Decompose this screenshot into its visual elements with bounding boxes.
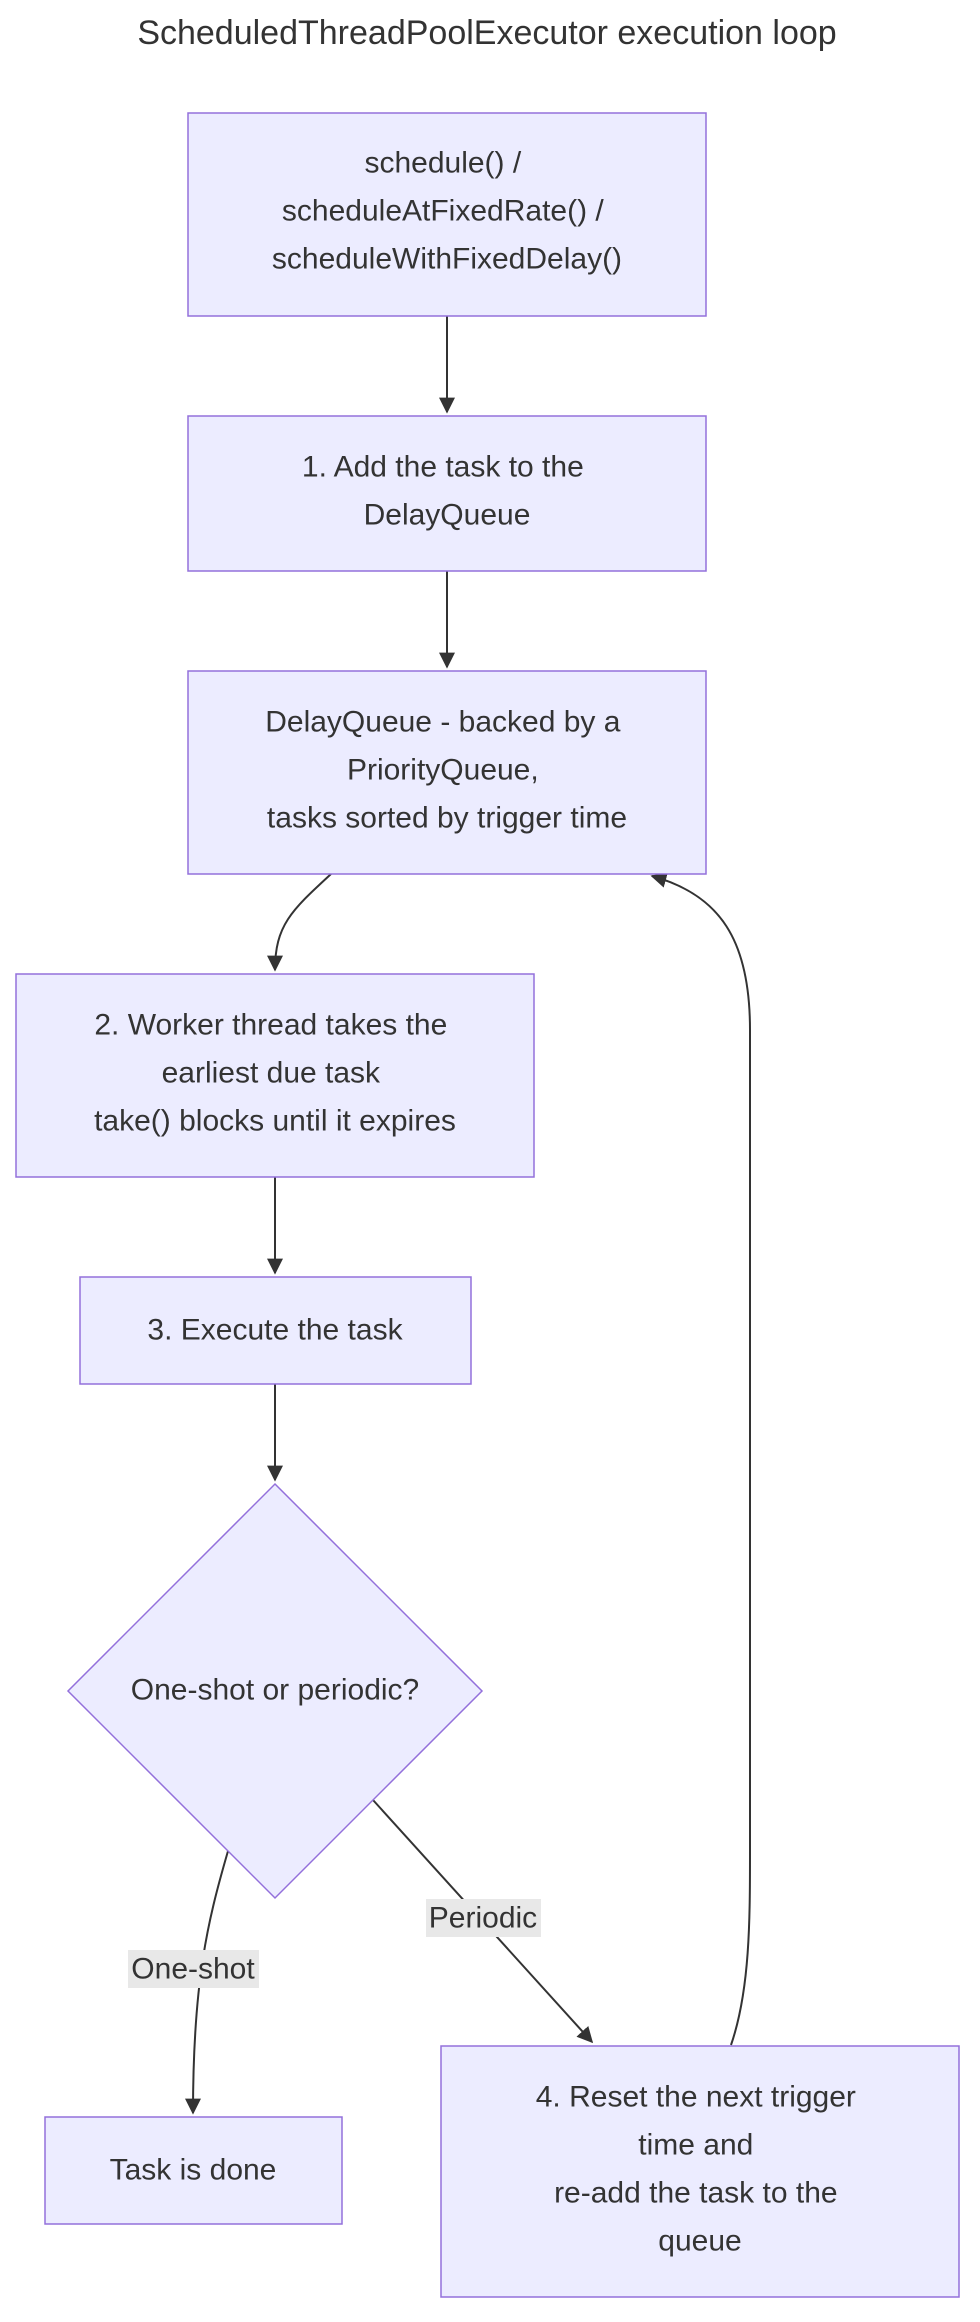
edge-label-periodic-text: Periodic [429, 1902, 537, 1935]
node-schedule-line-1: schedule() / [364, 147, 521, 180]
node-add-line-1: 1. Add the task to the [302, 451, 584, 484]
edge-delayqueue-to-worker [267, 873, 332, 972]
node-worker-line-3: take() blocks until it expires [94, 1105, 456, 1138]
node-worker-line-2: earliest due task [162, 1057, 381, 1090]
node-reset-line-4: queue [658, 2225, 741, 2258]
node-decision: One-shot or periodic? [66, 1482, 484, 1900]
node-delayqueue-line-3: tasks sorted by trigger time [267, 802, 627, 835]
node-schedule: schedule() / scheduleAtFixedRate() / sch… [187, 112, 707, 317]
node-delayqueue-line-1: DelayQueue - backed by a [265, 706, 621, 739]
edge-label-one-shot: One-shot [128, 1950, 259, 1988]
node-reset-trigger: 4. Reset the next trigger time and re-ad… [440, 2045, 960, 2298]
diagram-title: ScheduledThreadPoolExecutor execution lo… [137, 14, 836, 52]
node-add-to-queue: 1. Add the task to the DelayQueue [187, 415, 707, 572]
node-worker-line-1: 2. Worker thread takes the [94, 1009, 447, 1042]
node-done-line-1: Task is done [110, 2154, 277, 2187]
edge-label-one-shot-text: One-shot [131, 1953, 255, 1986]
edge-reset-to-delayqueue [650, 872, 751, 2046]
node-reset-line-3: re-add the task to the [554, 2177, 838, 2210]
svg-text:1. Add the task to the D: 1. Add the task to the DelayQueue [302, 441, 592, 532]
node-schedule-line-3: scheduleWithFixedDelay() [272, 243, 622, 276]
node-execute: 3. Execute the task [79, 1276, 472, 1385]
node-delayqueue: DelayQueue - backed by a PriorityQueue, … [187, 670, 707, 875]
svg-text:DelayQueue - backed by a: DelayQueue - backed by a PriorityQueue, … [265, 696, 629, 835]
node-reset-line-1: 4. Reset the next trigger [536, 2081, 856, 2114]
node-delayqueue-line-2: PriorityQueue, [347, 754, 539, 787]
node-task-done: Task is done [44, 2116, 343, 2225]
node-reset-line-2: time and [638, 2129, 753, 2162]
edge-label-periodic: Periodic [426, 1899, 541, 1937]
node-decision-line-1: One-shot or periodic? [131, 1674, 420, 1707]
node-add-line-2: DelayQueue [364, 499, 531, 532]
svg-text:2. Worker thread takes the: 2. Worker thread takes the earliest due … [94, 999, 456, 1138]
node-worker-thread: 2. Worker thread takes the earliest due … [15, 973, 535, 1178]
node-execute-line-1: 3. Execute the task [147, 1314, 403, 1347]
svg-text:schedule() / scheduleAtF: schedule() / scheduleAtFixedRate() / sch… [272, 137, 622, 276]
node-schedule-line-2: scheduleAtFixedRate() / [282, 195, 604, 228]
svg-text:4. Reset the next trigger: 4. Reset the next trigger time and re-ad… [536, 2071, 865, 2258]
